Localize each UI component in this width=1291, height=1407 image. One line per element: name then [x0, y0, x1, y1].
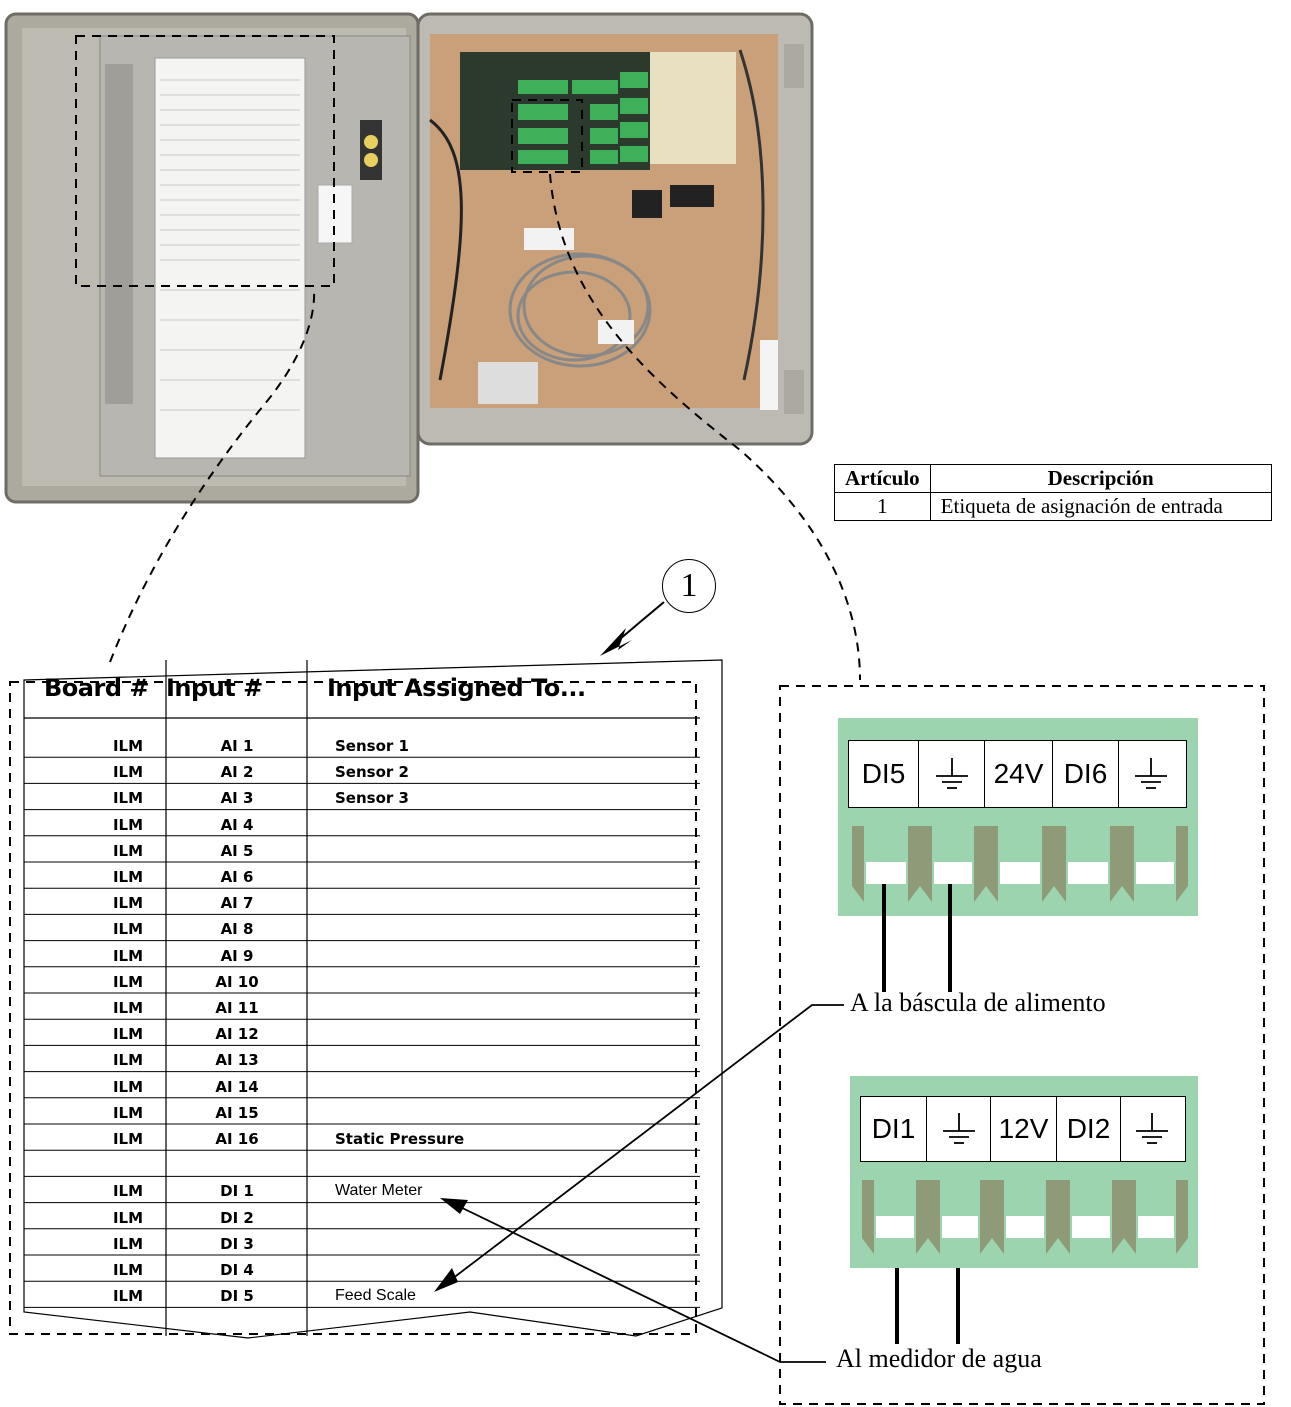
- sheet-cell-input: AI 6: [189, 868, 285, 886]
- sheet-cell-board: ILM: [88, 816, 168, 834]
- sheet-row: ILM AI 15: [24, 1097, 724, 1123]
- sheet-cell-input: AI 14: [189, 1078, 285, 1096]
- sheet-cell-input: DI 4: [189, 1261, 285, 1279]
- sheet-row: [24, 1149, 724, 1175]
- sheet-cell-input: AI 1: [189, 737, 285, 755]
- sheet-cell-board: ILM: [88, 1051, 168, 1069]
- sheet-row: ILM AI 12: [24, 1018, 724, 1044]
- sheet-cell-input: AI 16: [189, 1130, 285, 1148]
- sheet-row: ILM AI 16 Static Pressure: [24, 1123, 724, 1149]
- terminal-label: DI5: [849, 741, 919, 807]
- enclosure-photo: [0, 0, 820, 510]
- legend-header-row: Artículo Descripción: [835, 465, 1272, 493]
- sheet-row: ILM AI 9: [24, 940, 724, 966]
- sheet-cell-board: ILM: [88, 842, 168, 860]
- sheet-row: ILM AI 11: [24, 992, 724, 1018]
- sheet-cell-input: AI 4: [189, 816, 285, 834]
- sheet-row: ILM AI 8: [24, 913, 724, 939]
- sheet-cell-board: ILM: [88, 1287, 168, 1305]
- terminal-jaws-bottom: [862, 1180, 1188, 1262]
- legend-item-description: Etiqueta de asignación de entrada: [930, 493, 1271, 521]
- sheet-row: ILM DI 5 Feed Scale: [24, 1280, 724, 1306]
- sheet-row: ILM AI 1 Sensor 1: [24, 730, 724, 756]
- sheet-cell-input: AI 11: [189, 999, 285, 1017]
- sheet-row: ILM DI 1 Water Meter: [24, 1175, 724, 1201]
- sheet-cell-input: AI 13: [189, 1051, 285, 1069]
- sheet-cell-assigned: Sensor 2: [335, 763, 409, 781]
- sheet-cell-board: ILM: [88, 789, 168, 807]
- sheet-cell-input: AI 12: [189, 1025, 285, 1043]
- legend-header-description: Descripción: [930, 465, 1271, 493]
- callout-1: 1: [662, 559, 716, 613]
- sheet-cell-board: ILM: [88, 894, 168, 912]
- sheet-cell-input: AI 3: [189, 789, 285, 807]
- sheet-row: ILM AI 5: [24, 835, 724, 861]
- sheet-cell-board: ILM: [88, 1078, 168, 1096]
- terminal-jaws-top: [852, 826, 1188, 910]
- sheet-cell-board: ILM: [88, 947, 168, 965]
- sheet-cell-board: ILM: [88, 737, 168, 755]
- terminal-labels-bottom: DI1 12V DI2: [860, 1096, 1186, 1162]
- sheet-row: ILM AI 4: [24, 809, 724, 835]
- sheet-row: ILM AI 3 Sensor 3: [24, 782, 724, 808]
- sheet-cell-input: AI 9: [189, 947, 285, 965]
- terminal-label: DI2: [1057, 1097, 1121, 1161]
- sheet-cell-board: ILM: [88, 920, 168, 938]
- sheet-cell-board: ILM: [88, 973, 168, 991]
- ground-icon: [1121, 1097, 1183, 1161]
- sheet-cell-board: ILM: [88, 1235, 168, 1253]
- sheet-cell-input: DI 1: [189, 1182, 285, 1200]
- sheet-cell-input: DI 2: [189, 1209, 285, 1227]
- sheet-cell-input: AI 10: [189, 973, 285, 991]
- sheet-cell-board: ILM: [88, 1261, 168, 1279]
- terminal-labels-top: DI5 24V DI6: [848, 740, 1187, 808]
- sheet-cell-input: AI 8: [189, 920, 285, 938]
- sheet-cell-input: AI 5: [189, 842, 285, 860]
- sheet-row: ILM AI 13: [24, 1044, 724, 1070]
- sheet-cell-board: ILM: [88, 1209, 168, 1227]
- legend-row: 1 Etiqueta de asignación de entrada: [835, 493, 1272, 521]
- legend-item-number: 1: [835, 493, 931, 521]
- sheet-cell-assigned: Feed Scale: [335, 1287, 416, 1305]
- sheet-row: ILM AI 2 Sensor 2: [24, 756, 724, 782]
- sheet-cell-board: ILM: [88, 999, 168, 1017]
- sheet-cell-board: ILM: [88, 763, 168, 781]
- sheet-row: ILM AI 7: [24, 887, 724, 913]
- sheet-cell-input: DI 3: [189, 1235, 285, 1253]
- sheet-cell-board: ILM: [88, 1182, 168, 1200]
- terminal-label: DI6: [1053, 741, 1119, 807]
- sheet-cell-board: ILM: [88, 1130, 168, 1148]
- ground-icon: [1119, 741, 1183, 807]
- sheet-row: ILM AI 6: [24, 861, 724, 887]
- sheet-row: ILM DI 2: [24, 1202, 724, 1228]
- sheet-cell-assigned: Water Meter: [335, 1182, 422, 1200]
- sheet-cell-assigned: Sensor 1: [335, 737, 409, 755]
- ground-icon: [927, 1097, 991, 1161]
- sheet-cell-assigned: Sensor 3: [335, 789, 409, 807]
- sheet-cell-board: ILM: [88, 868, 168, 886]
- sheet-row: ILM DI 3: [24, 1228, 724, 1254]
- terminal-block-bottom: DI1 12V DI2: [850, 1076, 1198, 1268]
- terminal-label: 24V: [985, 741, 1053, 807]
- terminal-label: 12V: [991, 1097, 1057, 1161]
- sheet-cell-assigned: Static Pressure: [335, 1130, 464, 1148]
- sheet-row: ILM AI 10: [24, 966, 724, 992]
- sheet-cell-board: ILM: [88, 1104, 168, 1122]
- legend-header-item: Artículo: [835, 465, 931, 493]
- water-meter-note: Al medidor de agua: [836, 1344, 1042, 1374]
- sheet-cell-input: AI 7: [189, 894, 285, 912]
- sheet-cell-input: AI 2: [189, 763, 285, 781]
- sheet-row: ILM AI 14: [24, 1071, 724, 1097]
- terminal-label: DI1: [861, 1097, 927, 1161]
- terminal-block-top: DI5 24V DI6: [838, 718, 1198, 916]
- sheet-cell-board: ILM: [88, 1025, 168, 1043]
- sheet-cell-input: DI 5: [189, 1287, 285, 1305]
- sheet-row: ILM DI 4: [24, 1254, 724, 1280]
- ground-icon: [919, 741, 985, 807]
- legend-table: Artículo Descripción 1 Etiqueta de asign…: [834, 464, 1272, 521]
- feed-scale-note: A la báscula de alimento: [850, 988, 1106, 1018]
- sheet-cell-input: AI 15: [189, 1104, 285, 1122]
